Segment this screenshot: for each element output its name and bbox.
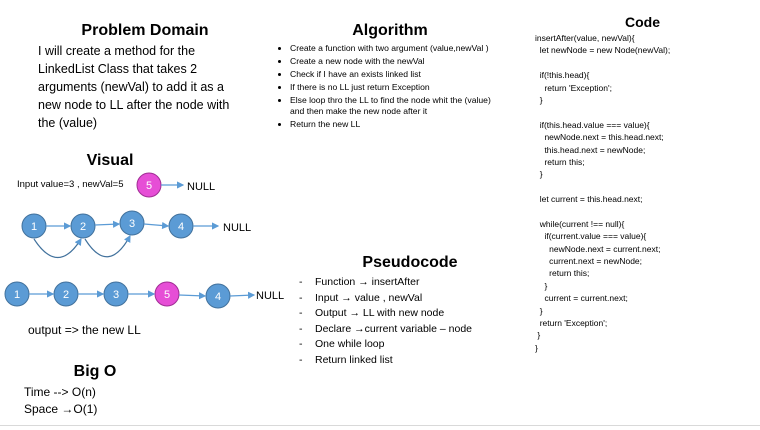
problem-domain-line: the (value): [38, 116, 98, 130]
after-node-value: 4: [215, 291, 221, 303]
pseudocode-item: Function → insertAfter: [299, 275, 525, 291]
code-line: return 'Exception';: [535, 82, 612, 93]
before-arrow: [143, 221, 170, 230]
before-node-value: 3: [129, 218, 135, 230]
after-node-value: 3: [113, 289, 119, 301]
after-arrow: [178, 292, 207, 300]
big-o-time: Time --> O(n): [24, 385, 96, 399]
problem-domain-line: new node to LL after the node with: [38, 98, 230, 112]
code-line: }: [535, 94, 543, 105]
code-line: if(!this.head){: [535, 70, 590, 81]
problem-domain-line: arguments (newVal) to add it as a: [38, 80, 224, 94]
problem-domain-heading: Problem Domain: [81, 22, 209, 39]
big-o-heading: Big O: [73, 363, 117, 380]
code-line: newNode.next = this.head.next;: [535, 132, 664, 143]
pseudocode-item: Input → value , newVal: [299, 291, 525, 307]
problem-domain-text: I will create a method for the LinkedLis…: [38, 42, 268, 132]
after-node-value: 1: [14, 289, 20, 301]
new-node-value: 5: [146, 180, 152, 192]
input-label: Input value=3 , newVal=5: [17, 179, 124, 190]
divider: [0, 425, 760, 426]
algorithm-item: Else loop thro the LL to find the node w…: [290, 95, 507, 117]
code-line: }: [535, 342, 538, 353]
code-line: let current = this.head.next;: [535, 194, 643, 205]
big-o-space: Space →O(1): [24, 402, 98, 416]
code-line: return this;: [535, 268, 590, 279]
algorithm-item: Create a new node with the newVal: [290, 56, 507, 67]
output-label: output => the new LL: [28, 323, 141, 337]
algorithm-item: Return the new LL: [290, 119, 507, 130]
algorithm-item: Check if I have an exists linked list: [290, 69, 507, 80]
algorithm-item: Create a function with two argument (val…: [290, 43, 507, 54]
problem-domain-line: LinkedList Class that takes 2: [38, 62, 198, 76]
code-line: while(current !== null){: [535, 218, 625, 229]
after-node-value: 2: [63, 289, 69, 301]
before-arrow: [94, 220, 121, 228]
visual-heading: Visual: [86, 152, 134, 169]
pseudocode-list: Function → insertAfter Input → value , n…: [285, 275, 525, 368]
after-arrow: [229, 291, 256, 299]
algorithm-list: Create a function with two argument (val…: [262, 43, 507, 132]
before-node-value: 1: [31, 221, 37, 233]
code-line: }: [535, 330, 541, 341]
code-line: newNode.next = current.next;: [535, 243, 661, 254]
code-line: insertAfter(value, newVal){: [535, 33, 635, 43]
before-node-value: 4: [178, 221, 184, 233]
pseudocode-heading: Pseudocode: [362, 254, 458, 271]
linked-list-visual: 5 NULL 1 2 3 4 NULL 1 2 3 5 4 NULL: [4, 172, 284, 309]
code-line: [535, 57, 755, 69]
code-line: [535, 106, 755, 118]
code-line: }: [535, 169, 543, 180]
pseudocode-item: Output → LL with new node: [299, 306, 525, 322]
pseudocode-item: Return linked list: [299, 353, 525, 369]
code-line: current.next = newNode;: [535, 256, 643, 267]
code-block: insertAfter(value, newVal){ let newNode …: [535, 32, 755, 354]
code-line: let newNode = new Node(newVal);: [535, 45, 671, 56]
code-line: if(current.value === value){: [535, 231, 647, 242]
traverse-arc: [33, 237, 82, 258]
code-line: [535, 181, 755, 193]
after-node-value: 5: [164, 289, 170, 301]
code-line: current = current.next;: [535, 293, 628, 304]
code-line: }: [535, 305, 543, 316]
traverse-arc: [84, 234, 131, 258]
before-null-label: NULL: [223, 222, 251, 234]
code-line: [535, 205, 755, 217]
code-heading: Code: [625, 14, 660, 30]
code-line: this.head.next = newNode;: [535, 144, 646, 155]
code-line: }: [535, 280, 548, 291]
null-label: NULL: [187, 181, 215, 193]
before-node-value: 2: [80, 221, 86, 233]
pseudocode-item: Declare →current variable – node: [299, 322, 525, 338]
after-null-label: NULL: [256, 290, 284, 302]
problem-domain-line: I will create a method for the: [38, 44, 196, 58]
algorithm-item: If there is no LL just return Exception: [290, 82, 507, 93]
algorithm-heading: Algorithm: [352, 22, 428, 39]
code-line: if(this.head.value === value){: [535, 119, 650, 130]
code-line: return 'Exception';: [535, 317, 608, 328]
pseudocode-item: One while loop: [299, 337, 525, 353]
code-line: return this;: [535, 156, 585, 167]
